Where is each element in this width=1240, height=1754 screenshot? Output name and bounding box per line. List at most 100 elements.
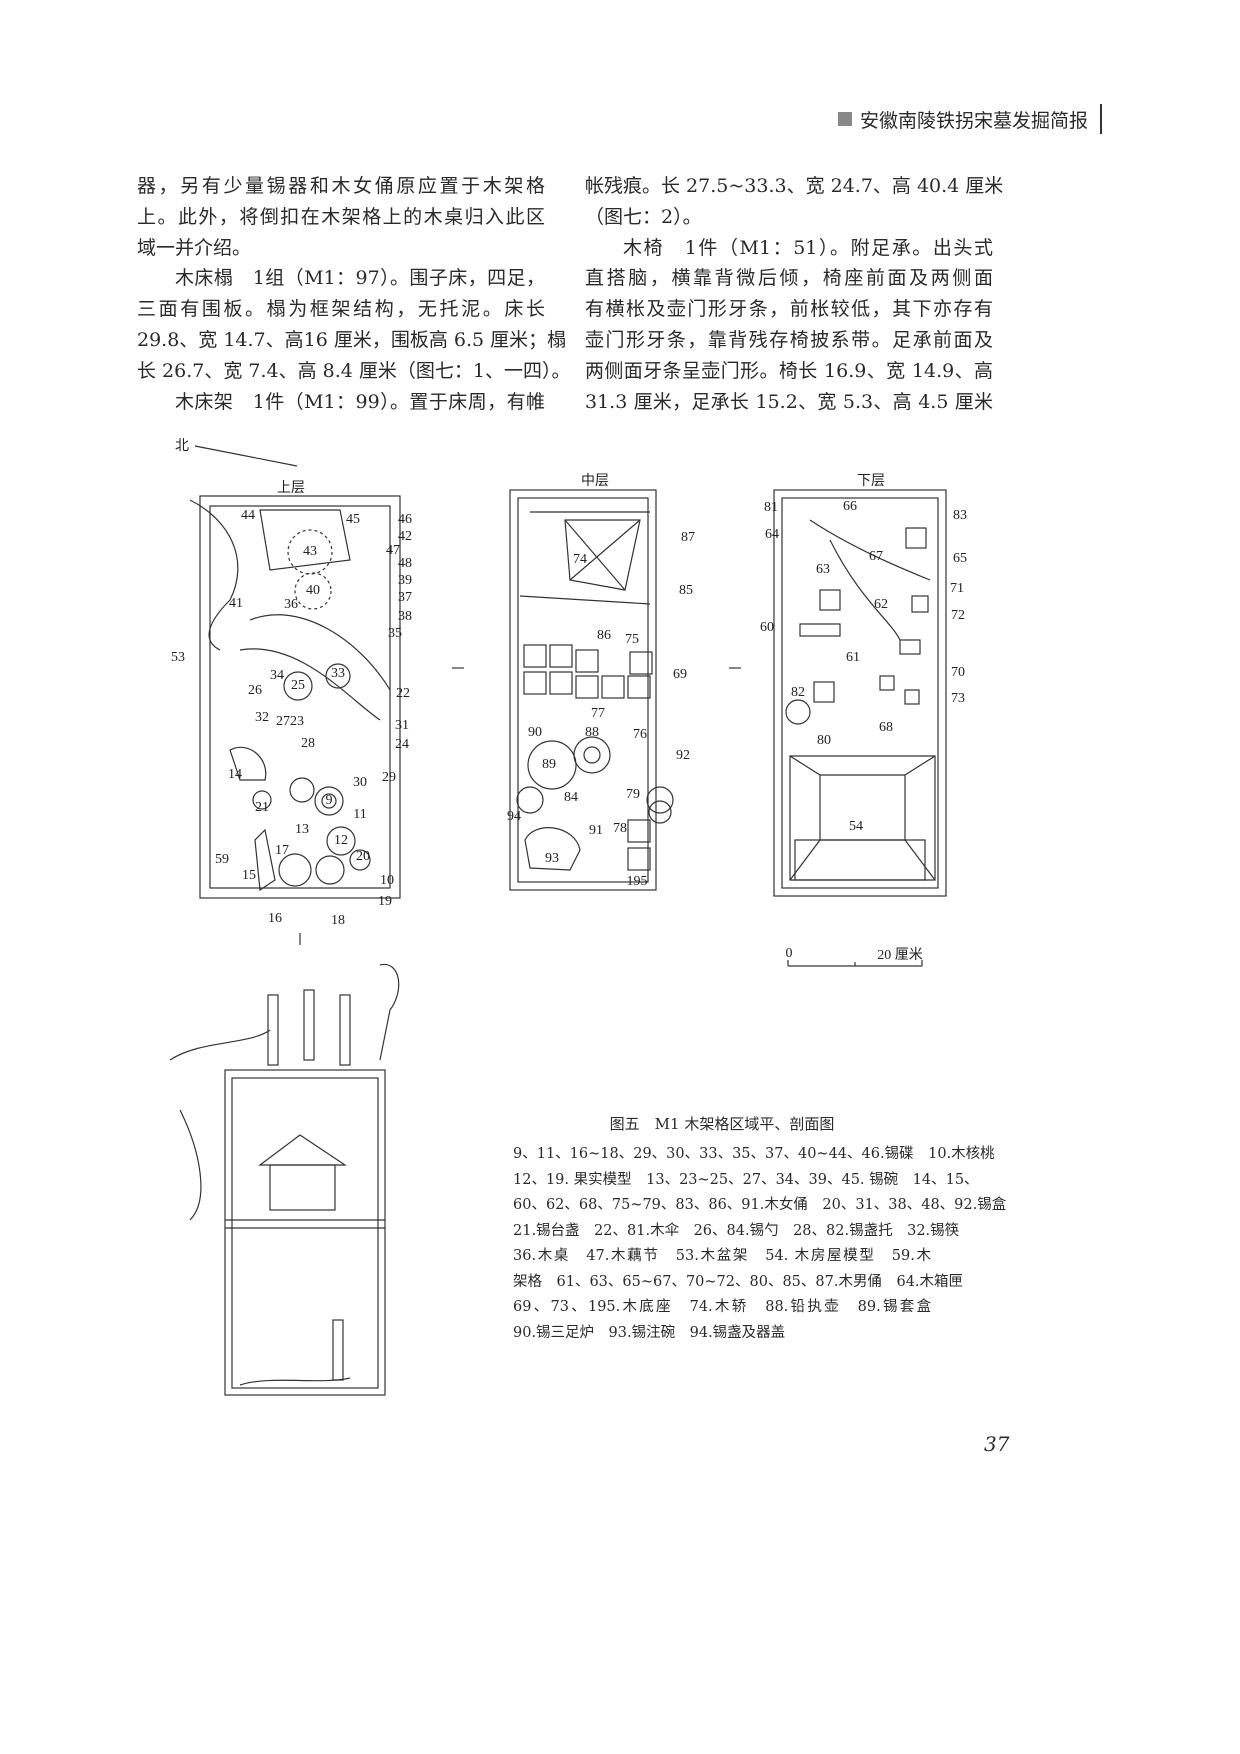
page-number: 37 xyxy=(984,1432,1010,1456)
figure-item-number: 45 xyxy=(346,512,360,527)
figure-item-number: 40 xyxy=(306,583,320,598)
figure-item-number: 23 xyxy=(290,714,304,729)
caption-line: 21.锡台盏 22、81.木伞 26、84.锡勺 28、82.锡盏托 32.锡筷 xyxy=(513,1222,960,1239)
figure-item-number: 38 xyxy=(398,609,412,624)
figure-item-number: 33 xyxy=(331,666,345,681)
figure-item-number: 59 xyxy=(215,852,229,867)
body-column-left: 器，另有少量锡器和木女俑原应置于木架格 上。此外，将倒扣在木架格上的木桌归入此区… xyxy=(137,171,571,417)
figure-item-number: 25 xyxy=(291,678,305,693)
figure-item-number: 42 xyxy=(398,529,412,544)
text-line: 有横枨及壶门形牙条，前枨较低，其下亦存有 xyxy=(585,298,993,321)
figure-item-number: 66 xyxy=(843,499,857,514)
north-arrow xyxy=(194,445,298,467)
figure-item-number: 44 xyxy=(241,508,255,523)
text-line: 长 26.7、宽 7.4、高 8.4 厘米（图七：1、一四）。 xyxy=(137,359,571,382)
figure-item-number: 34 xyxy=(270,668,284,683)
figure-item-number: 46 xyxy=(398,512,412,527)
figure-item-number: 79 xyxy=(626,787,640,802)
figure-item-number: 26 xyxy=(248,683,262,698)
text-line: 三面有围板。榻为框架结构，无托泥。床长 xyxy=(137,298,545,321)
header-bar xyxy=(1100,104,1103,134)
caption-line: 69、73、195.木底座 74.木轿 88.铅执壶 89.锡套盒 xyxy=(513,1299,931,1315)
text-line: 木椅 1件（M1：51）。附足承。出头式 xyxy=(623,236,993,259)
caption-line: 9、11、16~18、29、30、33、35、37、40~44、46.锡碟 10… xyxy=(513,1146,995,1162)
text-line: （图七：2）。 xyxy=(585,205,702,228)
figure-item-number: 60 xyxy=(760,620,774,635)
north-label: 北 xyxy=(175,439,189,454)
figure-item-number: 69 xyxy=(673,667,687,682)
figure-item-number: 77 xyxy=(591,706,605,721)
text-line: 帐残痕。长 27.5~33.3、宽 24.7、高 40.4 厘米 xyxy=(585,175,1004,197)
running-title: 安徽南陵铁拐宋墓发掘简报 xyxy=(860,109,1089,132)
text-line: 木床榻 1组（M1：97）。围子床，四足， xyxy=(175,267,545,290)
header-square-marker xyxy=(838,112,852,126)
figure-caption: 图五 M1 木架格区域平、剖面图 9、11、16~18、29、30、33、35、… xyxy=(513,1113,1007,1346)
figure-item-number: 78 xyxy=(613,821,627,836)
scale-end: 20 厘米 xyxy=(877,948,923,963)
figure-item-number: 19 xyxy=(378,894,392,909)
figure-item-number: 16 xyxy=(268,911,282,926)
caption-line: 60、62、68、75~79、83、86、91.木女俑 20、31、38、48、… xyxy=(513,1197,1007,1213)
figure-item-number: 18 xyxy=(331,913,345,928)
text-line: 壶门形牙条，靠背残存椅披系带。足承前面及 xyxy=(585,328,993,351)
figure-item-number: 47 xyxy=(386,543,400,558)
scale-zero: 0 xyxy=(785,946,793,961)
running-header: 安徽南陵铁拐宋墓发掘简报 xyxy=(838,104,1103,134)
figure-item-number: 195 xyxy=(626,874,648,889)
text-line: 直搭脑，横靠背微后倾，椅座前面及两侧面 xyxy=(585,267,993,290)
figure-item-number: 11 xyxy=(353,807,367,822)
figure-item-number: 43 xyxy=(303,544,317,559)
figure-item-number: 27 xyxy=(276,714,290,729)
figure-item-number: 82 xyxy=(791,685,805,700)
text-line: 29.8、宽 14.7、高16 厘米，围板高 6.5 厘米；榻 xyxy=(137,328,567,351)
figure-item-number: 85 xyxy=(679,583,693,598)
lower-layer-plan xyxy=(773,489,947,897)
figure-item-number: 87 xyxy=(681,530,695,545)
figure-item-number: 31 xyxy=(395,718,409,733)
figure-item-number: 67 xyxy=(869,549,883,564)
figure-item-number: 88 xyxy=(585,725,599,740)
figure-item-number: 62 xyxy=(874,597,888,612)
figure-item-number: 71 xyxy=(950,581,964,596)
figure-item-number: 29 xyxy=(382,770,396,785)
figure-item-number: 35 xyxy=(388,626,402,641)
upper-layer-title: 上层 xyxy=(277,481,305,496)
figure-item-number: 53 xyxy=(171,650,185,665)
figure-item-number: 81 xyxy=(764,500,778,515)
upper-layer-plan xyxy=(189,495,401,899)
figure-item-number: 48 xyxy=(398,556,412,571)
text-line: 域一并介绍。 xyxy=(137,236,252,259)
caption-line: 架格 61、63、65~67、70~72、80、85、87.木男俑 64.木箱匣 xyxy=(513,1273,964,1290)
figure-item-number: 86 xyxy=(597,628,611,643)
middle-layer-plan xyxy=(509,489,674,891)
figure-item-number: 75 xyxy=(625,632,639,647)
figure-item-number: 39 xyxy=(398,573,412,588)
figure-item-number: 72 xyxy=(951,608,965,623)
figure-item-number: 84 xyxy=(564,790,578,805)
figure-item-number: 54 xyxy=(849,819,863,834)
figure-item-number: 74 xyxy=(573,552,587,567)
text-line: 木床架 1件（M1：99）。置于床周，有帷 xyxy=(175,390,545,413)
figure-item-number: 61 xyxy=(846,650,860,665)
lower-layer-title: 下层 xyxy=(857,474,885,489)
figure-item-number: 9 xyxy=(325,793,333,808)
figure-item-number: 14 xyxy=(228,767,242,782)
figure-item-number: 68 xyxy=(879,720,893,735)
figure-item-number: 22 xyxy=(396,686,410,701)
figure-item-number: 65 xyxy=(953,551,967,566)
figure-item-number: 70 xyxy=(951,665,965,680)
figure-item-number: 63 xyxy=(816,562,830,577)
figure-item-number: 12 xyxy=(334,833,348,848)
figure-item-number: 37 xyxy=(398,590,412,605)
figure-item-number: 13 xyxy=(295,822,309,837)
figure-item-number: 64 xyxy=(765,527,779,542)
figure-item-number: 28 xyxy=(301,736,315,751)
figure-item-number: 93 xyxy=(545,851,559,866)
text-line: 两侧面牙条呈壶门形。椅长 16.9、宽 14.9、高 xyxy=(585,359,993,382)
figure-item-number: 89 xyxy=(542,757,556,772)
figure-item-number: 76 xyxy=(633,727,647,742)
figure-item-number: 15 xyxy=(242,868,256,883)
figure-item-number: 83 xyxy=(953,508,967,523)
figure-item-number: 90 xyxy=(528,725,542,740)
